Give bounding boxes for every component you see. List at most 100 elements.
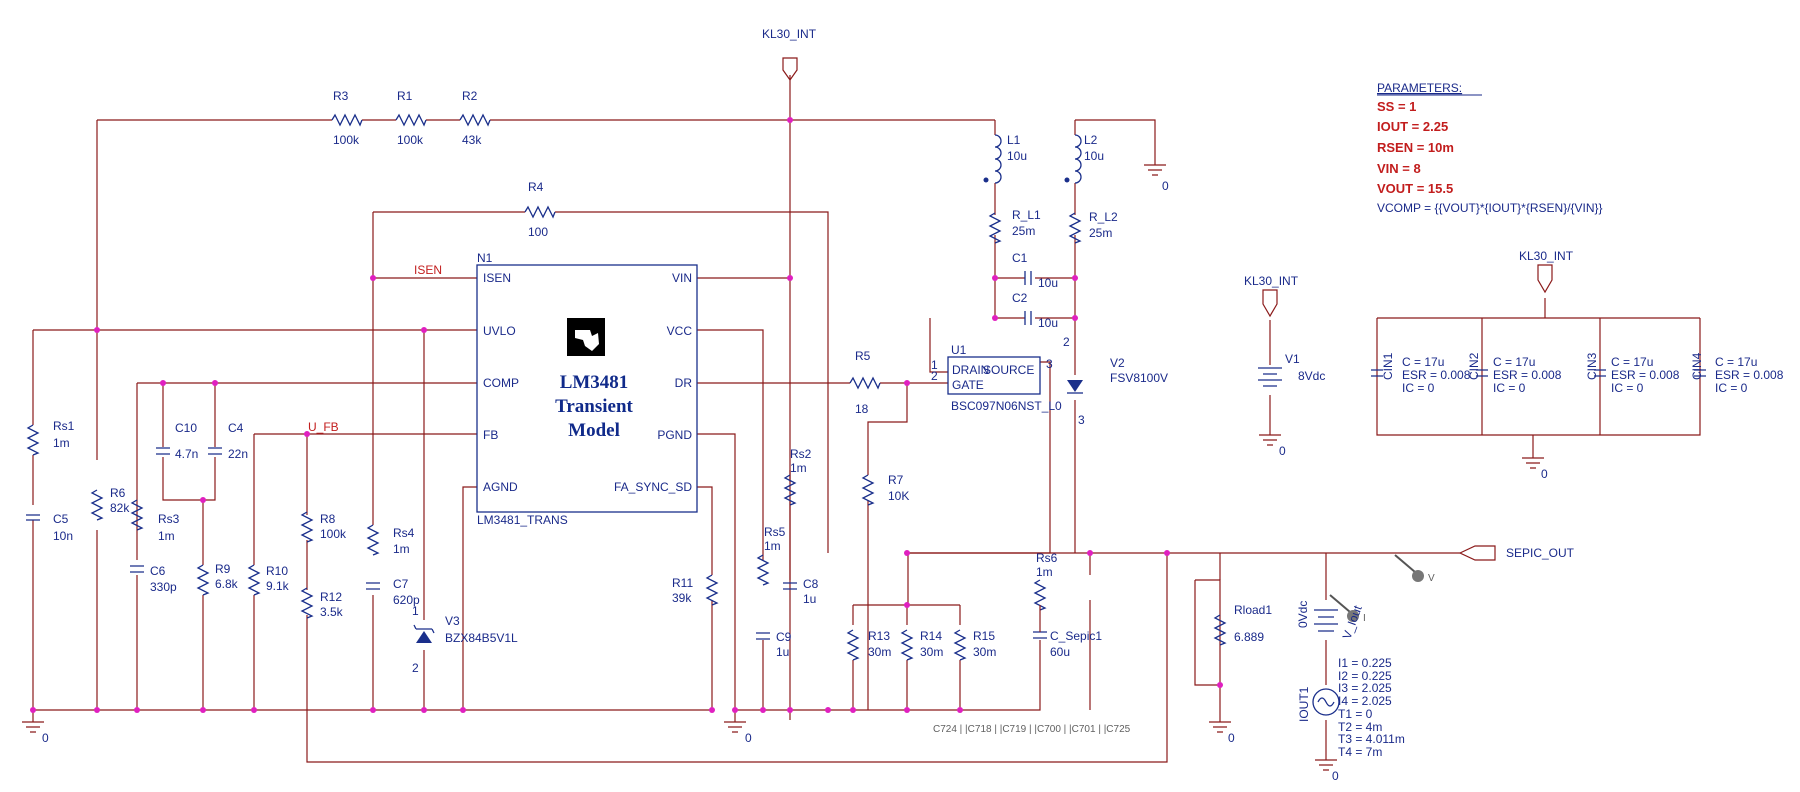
voltage-source-v1[interactable]: V1 8Vdc — [1258, 352, 1325, 387]
capacitor-c6[interactable]: C6 330p — [130, 564, 177, 594]
resistor-r15[interactable]: R15 30m — [953, 629, 996, 661]
component-value: 1m — [764, 539, 781, 553]
resistor-rs5[interactable]: Rs5 1m — [756, 525, 786, 586]
voltage-source-v-iout[interactable]: 0Vdc V_Iout — [1296, 601, 1365, 641]
resistor-r9[interactable]: R9 6.8k — [196, 562, 239, 596]
component-value: C = 17u — [1715, 355, 1757, 369]
diode-pin-number: 1 — [412, 604, 419, 618]
parameter-line: IOUT = 2.25 — [1377, 119, 1448, 134]
resistor-rload1[interactable]: Rload1 6.889 — [1213, 603, 1272, 646]
component-value: 620p — [393, 593, 420, 607]
capacitor-cin1[interactable]: CIN1 C = 17u ESR = 0.008 IC = 0 — [1371, 352, 1471, 395]
ic-pin-label: PGND — [657, 428, 692, 442]
capacitor-c7[interactable]: C7 620p — [366, 577, 420, 607]
component-ref: R9 — [215, 562, 231, 576]
resistor-rs3[interactable]: Rs3 1m — [130, 499, 180, 543]
inductor-l1[interactable]: L1 10u — [983, 133, 1028, 184]
resistor-r13[interactable]: R13 30m — [846, 629, 891, 661]
net-port-kl30-v1[interactable]: KL30_INT — [1244, 274, 1299, 318]
component-value: 1m — [790, 461, 807, 475]
junction-dot — [709, 707, 715, 713]
capacitor-c9[interactable]: C9 1u — [756, 630, 792, 659]
resistor-r12[interactable]: R12 3.5k — [300, 587, 344, 619]
capacitor-c1[interactable]: C1 10u — [1012, 251, 1058, 290]
resistor-r7[interactable]: R7 10K — [861, 473, 909, 506]
capacitor-cin3[interactable]: CIN3 C = 17u ESR = 0.008 IC = 0 — [1585, 352, 1680, 395]
component-ref: L2 — [1084, 133, 1098, 147]
resistor-rs2[interactable]: Rs2 1m — [783, 447, 812, 506]
component-value: ESR = 0.008 — [1715, 368, 1784, 382]
resistor-rs6[interactable]: Rs6 1m — [1033, 551, 1058, 611]
capacitor-cin2[interactable]: CIN2 C = 17u ESR = 0.008 IC = 0 — [1467, 352, 1562, 395]
mosfet-u1[interactable]: U1 DRAIN SOURCE GATE 1 2 3 BSC097N06NST_… — [931, 343, 1062, 413]
resistor-r10[interactable]: R10 9.1k — [247, 564, 290, 596]
junction-dot — [992, 275, 998, 281]
capacitor-c-sepic1[interactable]: C_Sepic1 60u — [1033, 605, 1102, 659]
current-probe-icon[interactable]: I — [1329, 594, 1366, 624]
capacitor-c10[interactable]: C10 4.7n — [156, 421, 198, 461]
junction-dot — [1217, 682, 1223, 688]
component-value: 25m — [1089, 226, 1112, 240]
capacitor-c2[interactable]: C2 10u — [1012, 291, 1058, 330]
resistor-r-l2[interactable]: R_L2 25m — [1068, 210, 1118, 244]
resistor-r14[interactable]: R14 30m — [900, 629, 943, 661]
component-ref: R4 — [528, 180, 544, 194]
resistor-r2[interactable]: R2 43k — [459, 89, 491, 147]
component-ref: C_Sepic1 — [1050, 629, 1102, 643]
resistor-r6[interactable]: R6 82k — [90, 486, 130, 521]
mosfet-pin: SOURCE — [983, 363, 1034, 377]
zener-v3[interactable]: 1 2 V3 BZX84B5V1L — [412, 604, 518, 675]
resistor-r3[interactable]: R3 100k — [331, 89, 363, 147]
resistor-r-l1[interactable]: R_L1 25m — [988, 208, 1041, 244]
parameters-block[interactable]: PARAMETERS: SS = 1 IOUT = 2.25 RSEN = 10… — [1377, 81, 1603, 215]
junction-dot — [160, 380, 166, 386]
ic-lm3481[interactable]: N1 LM3481_TRANS ISEN UVLO COMP FB AGND V… — [476, 251, 698, 527]
ground-label: 0 — [42, 731, 49, 745]
resistor-r1[interactable]: R1 100k — [395, 89, 427, 147]
ground-icon: 0 — [22, 721, 49, 745]
capacitor-cin4[interactable]: CIN4 C = 17u ESR = 0.008 IC = 0 — [1690, 352, 1784, 395]
capacitor-c8[interactable]: C8 1u — [783, 577, 819, 606]
component-value: 18 — [855, 402, 869, 416]
resistor-r11[interactable]: R11 39k — [672, 574, 719, 606]
source-value: 8Vdc — [1298, 369, 1325, 383]
component-value: 4.7n — [175, 447, 198, 461]
resistor-rs4[interactable]: Rs4 1m — [366, 524, 415, 556]
resistor-rs1[interactable]: Rs1 1m — [26, 419, 75, 456]
resistor-r5[interactable]: R5 18 — [849, 349, 881, 416]
component-value: 43k — [462, 133, 482, 147]
component-ref: R5 — [855, 349, 871, 363]
current-source-iout1[interactable]: IOUT1 I1 = 0.225 I2 = 0.225 I3 = 2.025 I… — [1297, 656, 1405, 759]
capacitor-c5[interactable]: C5 10n — [26, 512, 73, 543]
component-value: 3.5k — [320, 605, 344, 619]
component-value: 30m — [973, 645, 996, 659]
resistor-r8[interactable]: R8 100k — [300, 511, 347, 543]
source-ref: V_Iout — [1340, 603, 1365, 641]
resistor-r4[interactable]: R4 100 — [524, 180, 556, 239]
diode-v2[interactable]: 2 3 V2 FSV8100V — [1063, 335, 1168, 427]
net-port-kl30-cin[interactable]: KL30_INT — [1519, 249, 1574, 294]
component-ref: R1 — [397, 89, 413, 103]
net-port-sepic-out[interactable]: SEPIC_OUT — [1458, 545, 1575, 561]
ground-label: 0 — [1332, 769, 1339, 783]
parameters-title: PARAMETERS: — [1377, 81, 1462, 95]
component-ref: C8 — [803, 577, 819, 591]
voltage-probe-icon[interactable]: V — [1394, 554, 1435, 584]
source-param: T3 = 4.011m — [1338, 732, 1405, 746]
inductor-l2[interactable]: L2 10u — [1064, 133, 1105, 184]
component-value: 6.889 — [1234, 630, 1264, 644]
ground-icon: 0 — [1315, 759, 1339, 783]
capacitor-c4[interactable]: C4 22n — [208, 421, 248, 461]
component-value: 1m — [393, 542, 410, 556]
cin-bank[interactable]: CIN1 C = 17u ESR = 0.008 IC = 0 CIN2 C =… — [1371, 352, 1784, 395]
ic-pin-label: DR — [675, 376, 693, 390]
net-port-kl30-top[interactable]: KL30_INT — [762, 27, 817, 82]
diode-pin-number: 3 — [1078, 413, 1085, 427]
component-ref: R15 — [973, 629, 995, 643]
component-value: IC = 0 — [1715, 381, 1748, 395]
component-value: ESR = 0.008 — [1402, 368, 1471, 382]
ic-pin-label: ISEN — [483, 271, 511, 285]
junction-dot — [212, 380, 218, 386]
junction-dot — [370, 275, 376, 281]
source-value: 0Vdc — [1296, 601, 1310, 628]
